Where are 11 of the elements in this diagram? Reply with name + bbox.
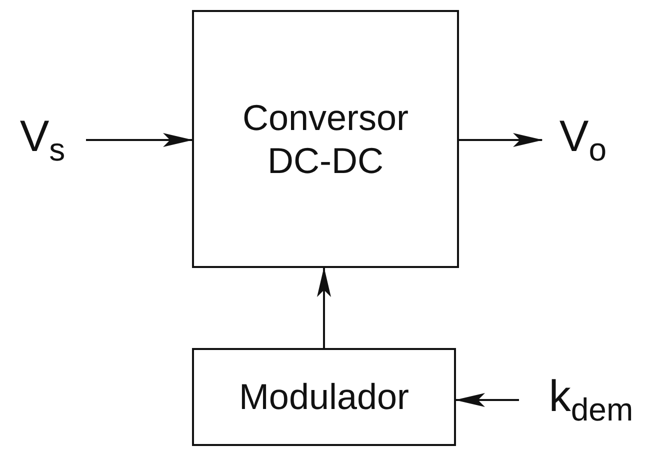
arrow [455, 393, 519, 407]
converter-box [192, 10, 459, 268]
arrow [317, 267, 331, 348]
block-label: Modulador [238, 375, 410, 419]
block-label: Conversor DC-DC [241, 96, 410, 182]
arrow [459, 133, 543, 147]
modulator-box [192, 348, 456, 446]
signal-label: V$_{o}$ [559, 111, 607, 169]
signal-label: V$_{s}$ [20, 111, 66, 169]
arrow [86, 133, 193, 147]
signal-label: k$_{dem}$ [548, 371, 634, 429]
